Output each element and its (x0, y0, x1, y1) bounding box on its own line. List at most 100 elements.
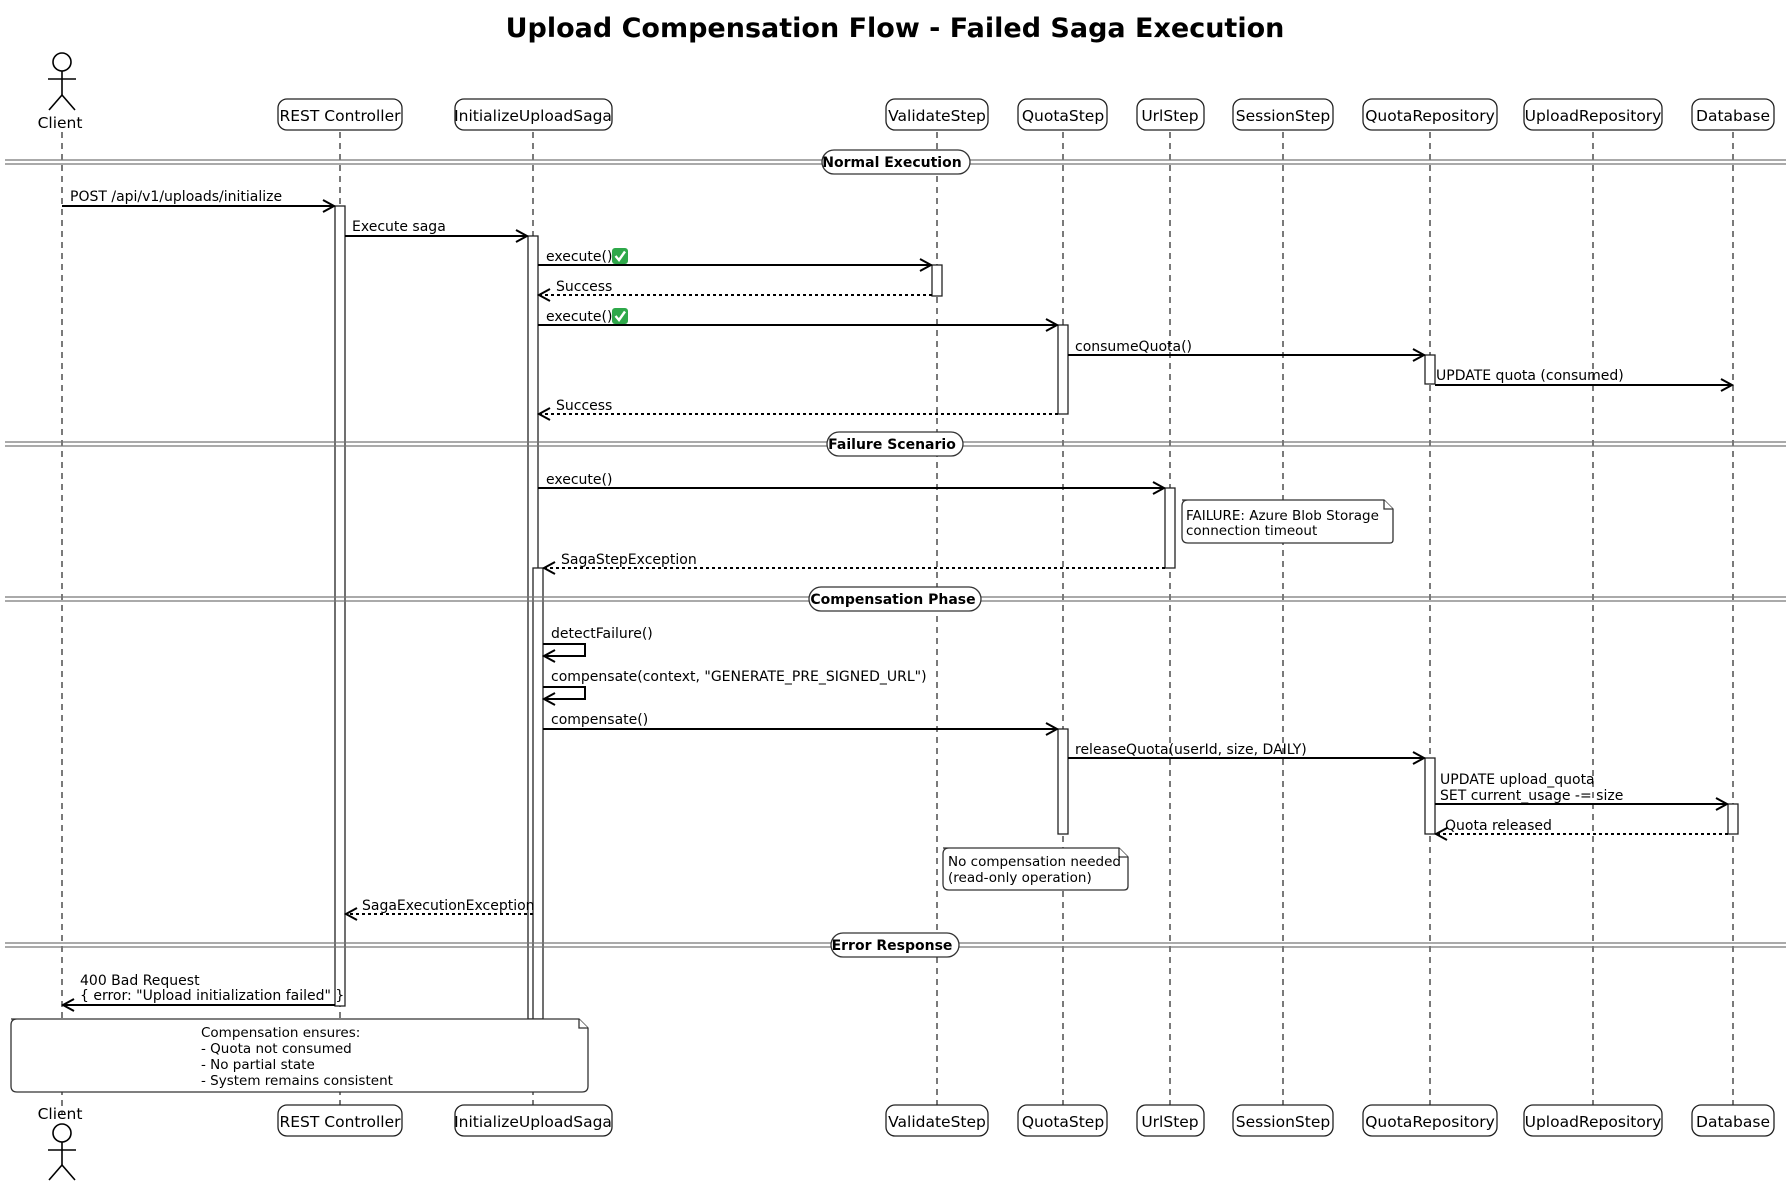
participant-label: QuotaRepository (1365, 107, 1495, 125)
message-label: execute() (546, 249, 612, 265)
note-compensation-ensures: Compensation ensures: - Quota not consum… (10, 1018, 589, 1093)
message-execute-saga: Execute saga (345, 219, 530, 243)
participant-label: ValidateStep (888, 107, 986, 125)
participant-upload-repository-top: UploadRepository (1523, 98, 1663, 131)
divider-label: Compensation Phase (810, 592, 975, 608)
message-execute-url: execute() (538, 472, 1167, 495)
participant-saga-bottom: InitializeUploadSaga (454, 1104, 613, 1137)
message-execute-quota: execute() (538, 308, 1060, 332)
participant-database-bottom: Database (1691, 1104, 1775, 1137)
activation-saga-nested (532, 567, 544, 1020)
message-saga-step-exception: SagaStepException (541, 552, 1165, 575)
note-line: - Quota not consumed (201, 1041, 352, 1057)
divider-label: Failure Scenario (828, 437, 956, 453)
participant-upload-repository-bottom: UploadRepository (1523, 1104, 1663, 1137)
participant-quota-repository-top: QuotaRepository (1362, 98, 1498, 131)
note-line: No compensation needed (948, 854, 1121, 870)
participant-label: QuotaStep (1022, 1113, 1104, 1131)
message-label: compensate(context, "GENERATE_PRE_SIGNED… (551, 669, 927, 685)
message-label: { error: "Upload initialization failed" … (80, 988, 344, 1004)
participant-label: UploadRepository (1525, 1113, 1662, 1131)
divider-normal-execution: Normal Execution (5, 149, 1786, 175)
participant-session-step-bottom: SessionStep (1232, 1104, 1334, 1137)
participant-client-top: Client (38, 52, 83, 132)
message-release-quota: releaseQuota(userId, size, DAILY) (1068, 742, 1427, 765)
message-label: Success (556, 398, 612, 414)
message-quota-success: Success (536, 398, 1058, 421)
participant-client-bottom: Client (38, 1105, 83, 1181)
message-post-initialize: POST /api/v1/uploads/initialize (62, 189, 337, 213)
message-label: SagaExecutionException (362, 898, 535, 914)
message-consume-quota: consumeQuota() (1068, 339, 1427, 362)
participant-saga-top: InitializeUploadSaga (454, 98, 613, 131)
stick-figure-icon (48, 52, 76, 111)
message-label: SagaStepException (561, 552, 697, 568)
participant-label: InitializeUploadSaga (454, 1113, 612, 1131)
participant-quota-step-top: QuotaStep (1017, 98, 1108, 131)
participant-label: SessionStep (1236, 107, 1330, 125)
participant-url-step-bottom: UrlStep (1136, 1104, 1205, 1137)
participant-quota-step-bottom: QuotaStep (1017, 1104, 1108, 1137)
divider-label: Normal Execution (822, 155, 961, 171)
message-label: execute() (546, 309, 612, 325)
activation-quota-step (1057, 324, 1069, 415)
participant-label: ValidateStep (888, 1113, 986, 1131)
message-label: 400 Bad Request (80, 973, 200, 989)
activation-rest-controller (334, 205, 346, 1007)
participant-label: UrlStep (1141, 107, 1198, 125)
divider-label: Error Response (832, 938, 953, 954)
message-label: execute() (546, 472, 612, 488)
participant-label: InitializeUploadSaga (454, 107, 612, 125)
message-execute-validate: execute() (538, 248, 934, 272)
message-bad-request: 400 Bad Request { error: "Upload initial… (60, 973, 344, 1012)
check-mark-emoji-icon (612, 308, 628, 324)
stick-figure-icon (48, 1123, 76, 1181)
activation-quota-repository (1424, 354, 1436, 385)
message-label: POST /api/v1/uploads/initialize (70, 189, 282, 205)
participant-label: REST Controller (279, 107, 401, 125)
participant-label: REST Controller (279, 1113, 401, 1131)
message-label: releaseQuota(userId, size, DAILY) (1075, 742, 1307, 758)
message-compensate-quota: compensate() (543, 712, 1060, 736)
note-line: FAILURE: Azure Blob Storage (1186, 508, 1379, 524)
participant-quota-repository-bottom: QuotaRepository (1362, 1104, 1498, 1137)
message-label: Execute saga (352, 219, 446, 235)
participant-url-step-top: UrlStep (1136, 98, 1205, 131)
message-detect-failure: detectFailure() (541, 626, 653, 663)
message-quota-released: Quota released (1433, 818, 1728, 841)
message-update-quota: UPDATE quota (consumed) (1435, 368, 1735, 392)
message-label: Success (556, 279, 612, 295)
lifelines (61, 132, 1734, 1114)
participant-validate-step-bottom: ValidateStep (885, 1104, 989, 1137)
message-label: compensate() (551, 712, 648, 728)
activation-database (1727, 803, 1739, 835)
participant-label: QuotaStep (1022, 107, 1104, 125)
participant-label: Client (38, 1105, 83, 1123)
note-failure: FAILURE: Azure Blob Storage connection t… (1181, 499, 1394, 544)
note-line: - No partial state (201, 1057, 315, 1073)
activation-url-step (1164, 487, 1176, 569)
message-label: UPDATE upload_quota (1440, 772, 1595, 788)
activation-validate-step (931, 264, 943, 297)
divider-error-response: Error Response (5, 932, 1786, 958)
participant-rest-controller-top: REST Controller (277, 98, 403, 131)
participant-session-step-top: SessionStep (1232, 98, 1334, 131)
diagram-title: Upload Compensation Flow - Failed Saga E… (506, 13, 1285, 44)
participant-label: Database (1696, 1113, 1770, 1131)
activation-quota-repository-release (1424, 757, 1436, 835)
note-line: (read-only operation) (948, 870, 1092, 886)
participant-label: UrlStep (1141, 1113, 1198, 1131)
participant-database-top: Database (1691, 98, 1775, 131)
message-label: SET current_usage -= size (1440, 788, 1623, 804)
message-label: Quota released (1445, 818, 1552, 834)
activation-quota-step-compensate (1057, 728, 1069, 835)
message-compensate-self: compensate(context, "GENERATE_PRE_SIGNED… (541, 669, 927, 706)
participant-label: QuotaRepository (1365, 1113, 1495, 1131)
message-label: detectFailure() (551, 626, 653, 642)
divider-failure-scenario: Failure Scenario (5, 431, 1786, 457)
check-mark-emoji-icon (612, 248, 628, 264)
participant-label: UploadRepository (1525, 107, 1662, 125)
participant-label: Client (38, 114, 83, 132)
divider-compensation-phase: Compensation Phase (5, 586, 1786, 612)
